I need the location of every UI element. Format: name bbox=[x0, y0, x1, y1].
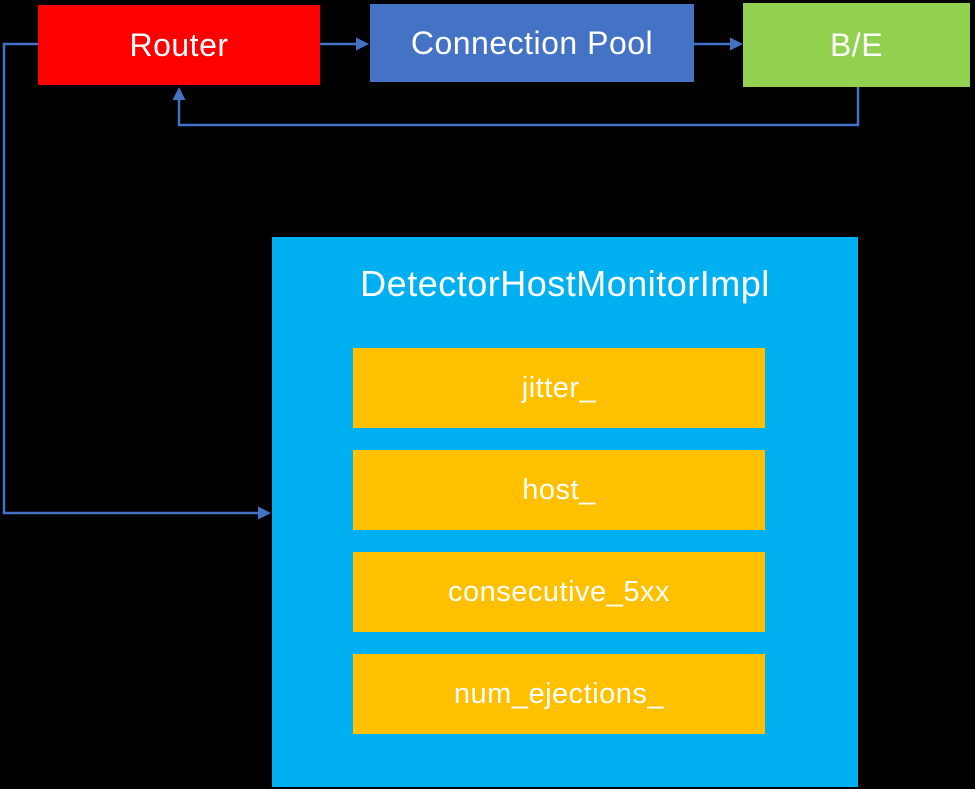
member-num-ejections: num_ejections_ bbox=[353, 654, 765, 734]
edge-router-to-monitor bbox=[2, 42, 259, 515]
arrowhead-backend-to-router-icon bbox=[172, 87, 186, 100]
node-backend: B/E bbox=[743, 3, 970, 87]
node-backend-label: B/E bbox=[829, 26, 884, 63]
node-router: Router bbox=[38, 5, 320, 85]
node-router-label: Router bbox=[129, 26, 229, 63]
arrowhead-pool-to-backend-icon bbox=[730, 37, 743, 51]
edge-backend-to-router bbox=[177, 87, 860, 127]
member-num-ejections-label: num_ejections_ bbox=[453, 677, 665, 710]
member-jitter-label: jitter_ bbox=[521, 371, 597, 404]
monitor-title: DetectorHostMonitorImpl bbox=[360, 263, 770, 304]
arrowhead-router-to-pool-icon bbox=[356, 37, 369, 51]
member-host-label: host_ bbox=[522, 473, 596, 506]
member-consecutive-5xx: consecutive_5xx bbox=[353, 552, 765, 632]
node-detector-host-monitor: DetectorHostMonitorImpl jitter_ host_ co… bbox=[272, 237, 858, 787]
member-consecutive-5xx-label: consecutive_5xx bbox=[448, 575, 670, 608]
node-connection-pool: Connection Pool bbox=[370, 4, 694, 82]
member-host: host_ bbox=[353, 450, 765, 530]
node-connection-pool-label: Connection Pool bbox=[410, 24, 654, 61]
arrowhead-router-to-monitor-icon bbox=[258, 506, 271, 520]
member-jitter: jitter_ bbox=[353, 348, 765, 428]
